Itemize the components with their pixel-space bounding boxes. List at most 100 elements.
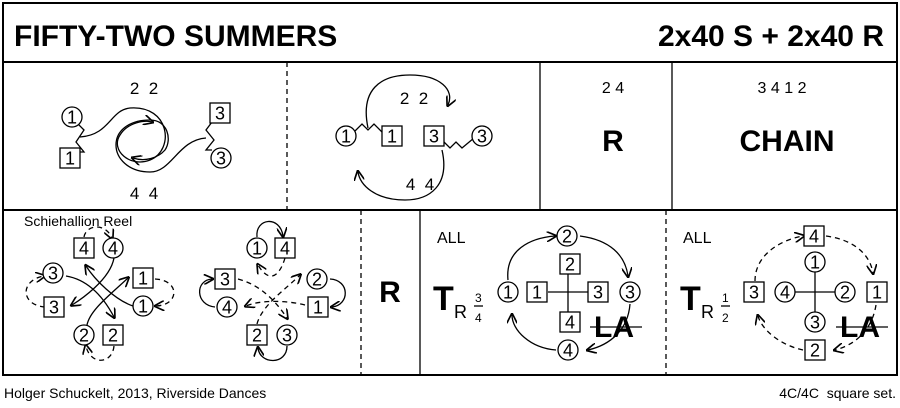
woman-dancer-4: 4 (774, 281, 796, 303)
hand-link (204, 121, 215, 151)
man-dancer-2: 2 (246, 324, 268, 346)
svg-text:3: 3 (216, 149, 226, 169)
woman-dancer-1: 1 (335, 125, 357, 147)
man-dancer-1: 1 (59, 147, 81, 169)
man-dancer-3: 3 (743, 281, 765, 303)
svg-text:3: 3 (625, 283, 635, 303)
path-arrow (330, 278, 346, 307)
svg-text:4: 4 (108, 239, 118, 259)
path-arrow (256, 220, 283, 237)
man-dancer-4: 4 (73, 237, 95, 259)
path-arrow-lower (115, 119, 207, 173)
man-dancer-4: 4 (559, 311, 581, 333)
svg-text:2: 2 (252, 326, 262, 346)
man-dancer-1: 1 (866, 281, 888, 303)
woman-dancer-1: 1 (132, 295, 154, 317)
svg-text:3: 3 (220, 270, 230, 290)
svg-text:3: 3 (810, 313, 820, 333)
path-arrow (237, 278, 287, 318)
turn-symbol: T (680, 280, 701, 318)
hand-link (441, 137, 475, 149)
man-dancer-1: 1 (307, 296, 329, 318)
path-arrow (256, 275, 300, 325)
svg-text:1: 1 (341, 127, 351, 147)
path-arrow (258, 257, 286, 277)
path-arrow (507, 236, 555, 281)
woman-dancer-4: 4 (102, 237, 124, 259)
path-arrow (246, 301, 306, 306)
woman-dancer-3: 3 (619, 281, 641, 303)
path-arrow (258, 346, 288, 362)
bar-count-top: 2 2 (130, 79, 158, 98)
path-arrow (198, 279, 216, 308)
svg-text:3: 3 (749, 283, 759, 303)
path-arrow (588, 303, 631, 350)
turn-fraction-den: 4 (475, 311, 482, 325)
man-dancer-4: 4 (274, 237, 296, 259)
svg-text:3: 3 (282, 326, 292, 346)
path-arrow (25, 276, 45, 308)
bar-count-bottom: 4 4 (130, 184, 158, 203)
svg-text:3: 3 (593, 283, 603, 303)
path-arrow (86, 266, 134, 307)
path-arrow (72, 257, 115, 305)
svg-text:2: 2 (565, 255, 575, 275)
woman-dancer-2: 2 (556, 225, 578, 247)
woman-dancer-3: 3 (276, 324, 298, 346)
figure-label: R (602, 125, 624, 158)
path-arrow (754, 236, 803, 282)
figure-caption: Schiehallion Reel (24, 213, 132, 229)
woman-dancer-3: 3 (210, 147, 232, 169)
svg-text:2: 2 (810, 341, 820, 361)
man-dancer-1: 1 (381, 125, 403, 147)
hand-link (353, 123, 383, 133)
man-dancer-2: 2 (559, 253, 581, 275)
man-dancer-3: 3 (423, 125, 445, 147)
svg-text:4: 4 (809, 227, 819, 247)
bar-count-bottom: 4 4 (406, 175, 434, 194)
svg-text:1: 1 (532, 283, 542, 303)
path-arrow (365, 74, 449, 129)
svg-text:4: 4 (222, 298, 232, 318)
man-dancer-1: 1 (526, 281, 548, 303)
who-label: ALL (683, 230, 712, 247)
dance-format: 2x40 S + 2x40 R (658, 20, 884, 53)
svg-text:2: 2 (562, 227, 572, 247)
figure-label: CHAIN (740, 125, 835, 158)
man-dancer-2: 2 (102, 324, 124, 346)
svg-text:1: 1 (138, 269, 148, 289)
outer-frame (2, 2, 898, 376)
footer-author: Holger Schuckelt, 2013, Riverside Dances (4, 385, 266, 401)
man-dancer-3: 3 (214, 268, 236, 290)
turn-hand: R (701, 302, 714, 322)
woman-dancer-1: 1 (804, 251, 826, 273)
svg-text:3: 3 (48, 264, 58, 284)
man-dancer-4: 4 (803, 225, 825, 247)
turn-symbol: T (433, 280, 454, 318)
figure-label: R (379, 276, 401, 309)
svg-text:3: 3 (215, 104, 225, 124)
svg-text:1: 1 (252, 239, 262, 259)
woman-dancer-3: 3 (804, 311, 826, 333)
man-dancer-2: 2 (804, 339, 826, 361)
svg-text:4: 4 (565, 313, 575, 333)
path-arrow (86, 278, 128, 326)
svg-text:2: 2 (312, 270, 322, 290)
path-arrow (86, 346, 115, 361)
svg-text:1: 1 (313, 298, 323, 318)
path-arrow (65, 275, 114, 317)
svg-text:4: 4 (780, 283, 790, 303)
svg-text:1: 1 (65, 149, 75, 169)
woman-dancer-1: 1 (497, 281, 519, 303)
svg-text:2: 2 (108, 326, 118, 346)
turn-hand: R (454, 302, 467, 322)
path-arrow (579, 235, 628, 276)
path-arrow (825, 235, 873, 273)
svg-text:2: 2 (840, 283, 850, 303)
svg-text:3: 3 (49, 298, 59, 318)
woman-dancer-3: 3 (42, 262, 64, 284)
woman-dancer-3: 3 (471, 125, 493, 147)
svg-text:3: 3 (477, 127, 487, 147)
